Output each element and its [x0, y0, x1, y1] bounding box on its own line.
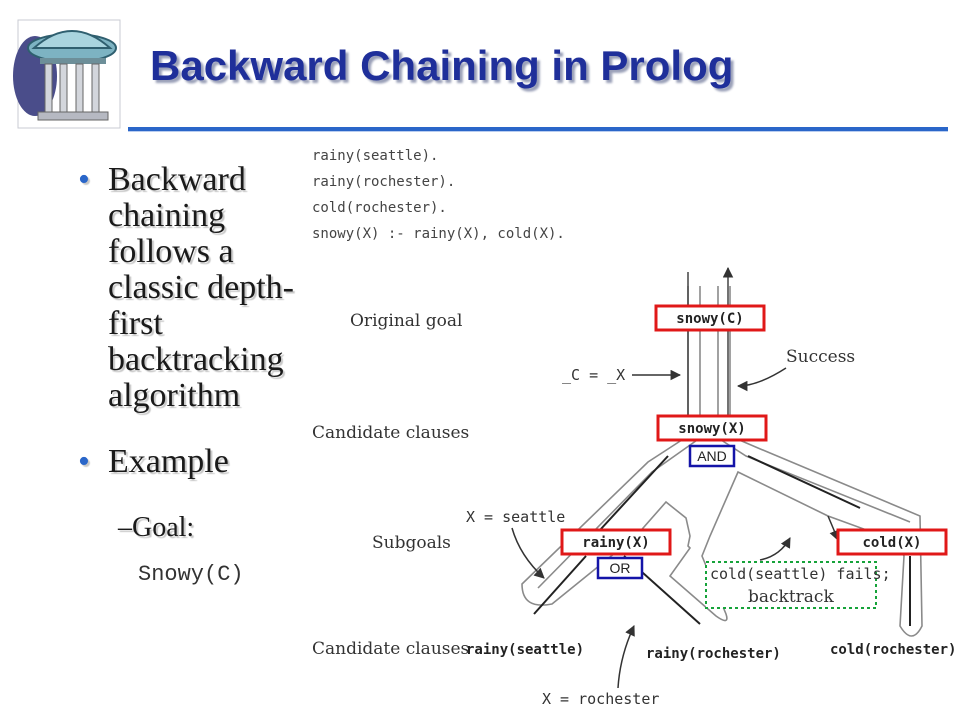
fail-note-line1: cold(seattle) fails; [710, 565, 891, 583]
slide-title: Backward Chaining in Prolog [150, 42, 734, 89]
node-cold-rochester: cold(rochester) [830, 642, 955, 658]
unify-label: _C = _X [562, 366, 625, 384]
node-snowy-c-label: snowy(C) [676, 311, 743, 327]
x-seattle-arrow [511, 527, 545, 579]
bullet-item: • Backward chaining follows a classic de… [74, 162, 304, 414]
and-box: AND [688, 444, 736, 468]
node-snowy-x-label: snowy(X) [678, 421, 745, 437]
search-path-band [521, 286, 923, 637]
node-rainy-x-label: rainy(X) [582, 535, 649, 551]
x-rochester-label: X = rochester [542, 690, 659, 708]
or-label: OR [610, 560, 631, 576]
node-rainy-x: rainy(X) [560, 528, 672, 556]
old-well-logo [13, 19, 121, 129]
title-underline [128, 127, 948, 131]
program-line: rainy(rochester). [312, 174, 455, 190]
goal-code: Snowy(C) [138, 562, 244, 587]
bullet-dot: • [78, 161, 90, 198]
success-arrow [736, 367, 787, 392]
node-cold-x: cold(X) [836, 528, 948, 556]
bullet-item: • Example [74, 444, 304, 480]
bullet-text: Backward chaining follows a classic dept… [108, 161, 294, 414]
and-edge-left [599, 455, 669, 531]
row-label-original-goal: Original goal [350, 311, 462, 331]
x-seattle-label: X = seattle [466, 508, 565, 526]
or-edge-left [533, 555, 587, 615]
node-snowy-c: snowy(C) [654, 304, 766, 332]
success-label: Success [786, 347, 855, 367]
fail-note-line2: backtrack [748, 587, 834, 607]
and-label: AND [697, 448, 727, 464]
bullet-dot: • [78, 443, 90, 480]
backward-chaining-diagram: rainy(seattle). rainy(rochester). cold(r… [312, 148, 955, 708]
node-rainy-rochester: rainy(rochester) [646, 646, 781, 662]
bullet-list: • Backward chaining follows a classic de… [74, 162, 304, 480]
node-rainy-seattle: rainy(seattle) [466, 642, 584, 658]
x-rochester-arrow [617, 625, 635, 689]
row-label-candidate-clauses: Candidate clauses [312, 639, 469, 659]
program-line: snowy(X) :- rainy(X), cold(X). [312, 226, 565, 242]
sub-bullet-goal: –Goal: [118, 512, 195, 543]
fail-note: cold(seattle) fails; backtrack [705, 561, 891, 609]
row-label-candidate-clauses: Candidate clauses [312, 423, 469, 443]
backtrack-arrow [759, 537, 791, 561]
node-snowy-x: snowy(X) [656, 414, 768, 442]
row-label-subgoals: Subgoals [372, 533, 451, 553]
and-edge-right [747, 455, 861, 509]
program-line: cold(rochester). [312, 200, 447, 216]
or-box: OR [596, 556, 644, 580]
program-line: rainy(seattle). [312, 148, 438, 164]
node-cold-x-label: cold(X) [862, 535, 921, 551]
bullet-text: Example [108, 443, 229, 480]
